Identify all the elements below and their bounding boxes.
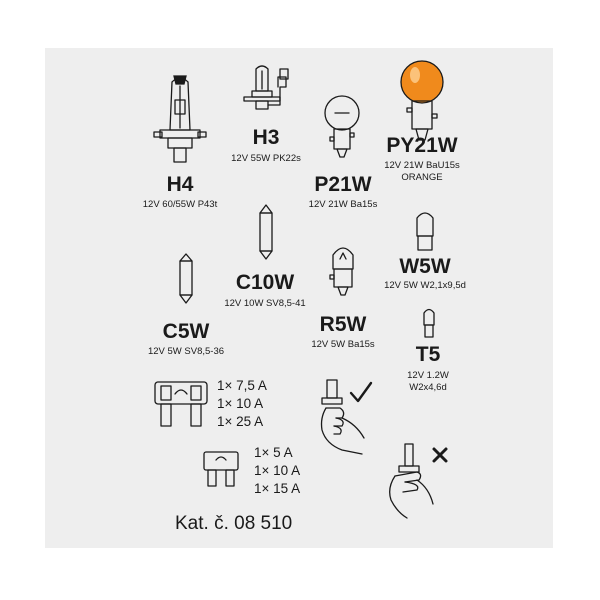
p21w-bulb-icon [324, 95, 360, 158]
fuse-item: 1× 15 A [254, 481, 301, 496]
fuse-item: 1× 25 A [217, 414, 264, 429]
bulb-name-c10w: C10W [235, 271, 295, 294]
bulb-name-py21w: PY21W [386, 134, 458, 157]
h4-bulb-icon [153, 75, 207, 163]
bulb-spec-p21w: 12V 21W Ba15s [308, 199, 378, 210]
blade-fuse-large-icon [154, 381, 208, 427]
bulb-spec-w5w: 12V 5W W2,1x9,5d [384, 280, 466, 291]
bulb-name-h3: H3 [252, 126, 280, 149]
cross-mark-icon [432, 447, 448, 463]
bulb-spec-h3: 12V 55W PK22s [231, 153, 301, 164]
fuse-item: 1× 5 A [254, 445, 293, 460]
c10w-bulb-icon [259, 204, 273, 260]
bulb-name-h4: H4 [166, 173, 194, 196]
fuse-item: 1× 10 A [217, 396, 264, 411]
w5w-bulb-icon [416, 212, 434, 251]
bulb-name-p21w: P21W [314, 173, 372, 196]
product-card [45, 48, 553, 548]
bulb-color-py21w: ORANGE [401, 172, 443, 183]
blade-fuse-small-icon [203, 451, 239, 487]
bulb-name-w5w: W5W [399, 255, 451, 278]
bulb-spec-r5w: 12V 5W Ba15s [311, 339, 375, 350]
bulb-name-r5w: R5W [319, 313, 367, 336]
bulb-spec-c10w: 12V 10W SV8,5-41 [224, 298, 306, 309]
hand-correct-icon [320, 379, 365, 455]
hand-wrong-icon [389, 443, 434, 519]
bulb-spec-py21w: 12V 21W BaU15s [384, 160, 460, 171]
py21w-bulb-icon [400, 60, 444, 141]
bulb-spec-c5w: 12V 5W SV8,5-36 [147, 346, 225, 357]
catalog-number: Kat. č. 08 510 [175, 513, 293, 534]
check-mark-icon [349, 381, 373, 403]
fuse-item: 1× 10 A [254, 463, 301, 478]
fuse-item: 1× 7,5 A [217, 378, 267, 393]
bulb-spec-t5: 12V 1.2W [407, 370, 449, 381]
bulb-spec-h4: 12V 60/55W P43t [142, 199, 218, 210]
r5w-bulb-icon [329, 247, 354, 296]
bulb-name-t5: T5 [415, 343, 441, 366]
bulb-name-c5w: C5W [162, 320, 210, 343]
c5w-bulb-icon [179, 253, 193, 304]
h3-bulb-icon [243, 65, 289, 110]
t5-bulb-icon [423, 308, 435, 338]
bulb-base-t5: W2x4,6d [409, 382, 447, 393]
